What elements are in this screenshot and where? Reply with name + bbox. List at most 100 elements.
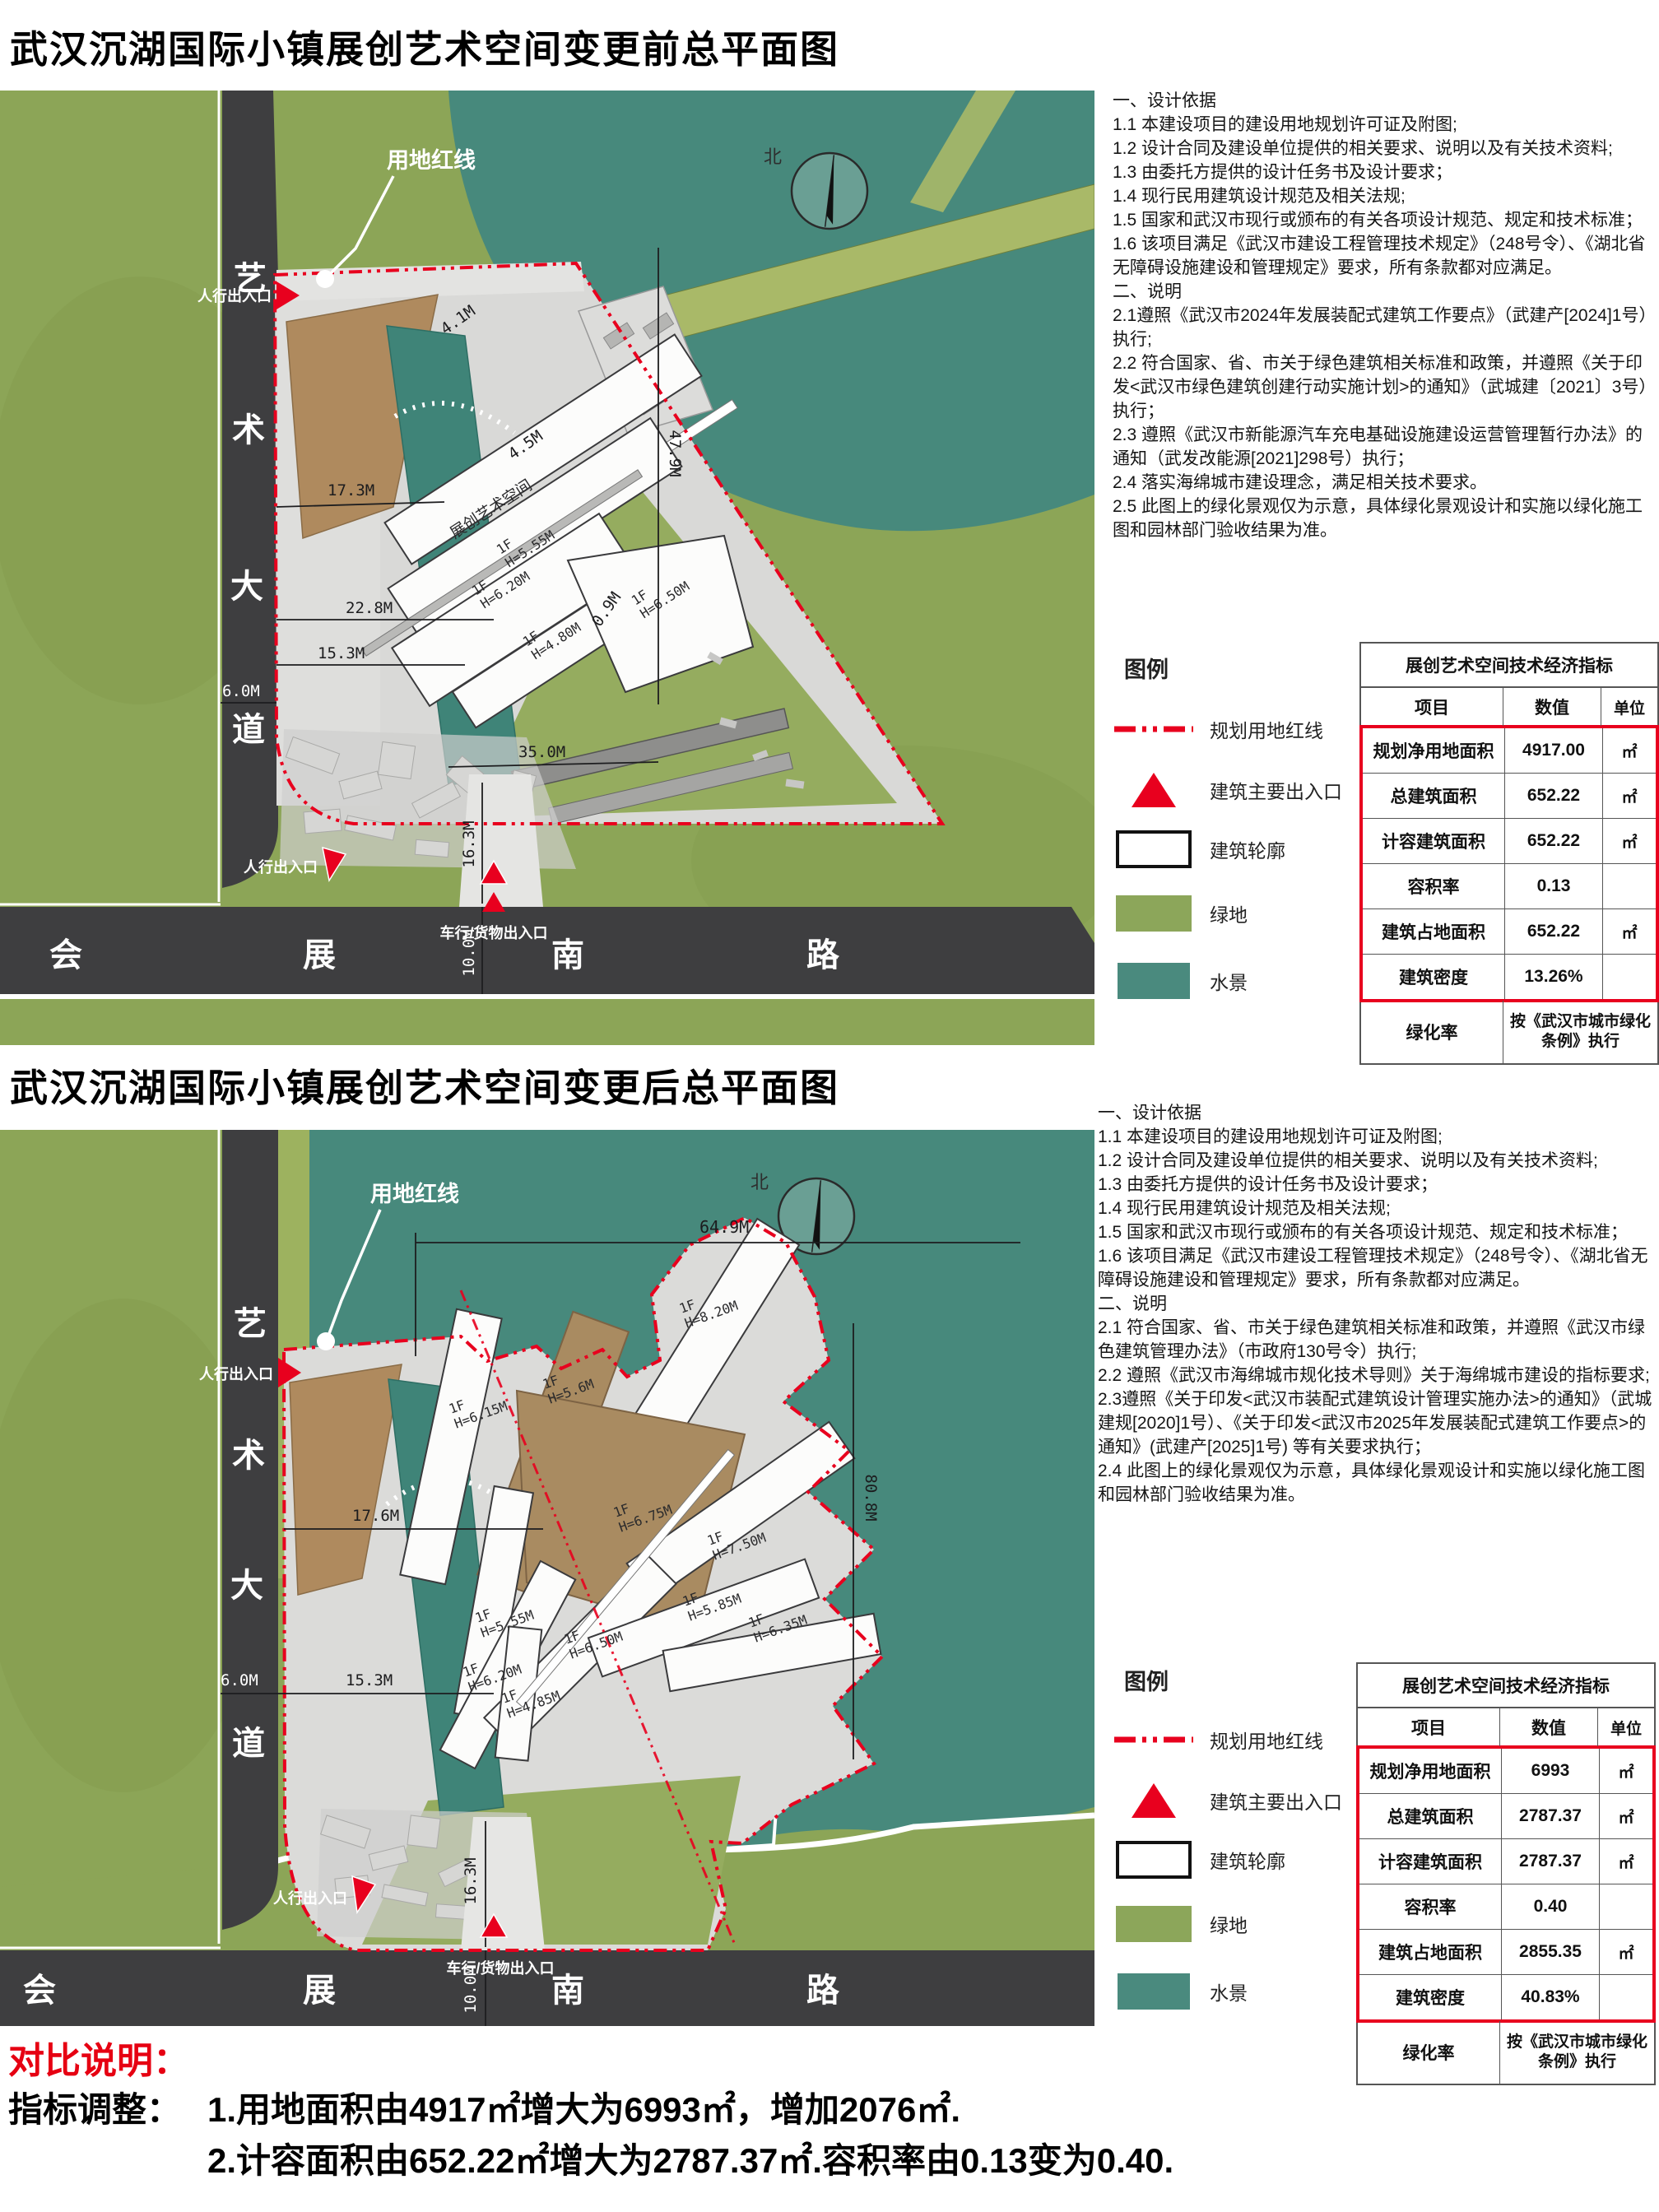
redline-callout: 用地红线 [317, 1181, 459, 1350]
svg-text:艺: 艺 [234, 261, 267, 297]
svg-text:6.0M: 6.0M [222, 682, 260, 700]
table-title: 展创艺术空间技术经济指标 [1361, 644, 1657, 688]
dimensions: 17.3M 22.8M 15.3M 6.0M 47.9M 35.0M 4.1M … [221, 248, 684, 994]
svg-text:术: 术 [232, 412, 265, 448]
svg-text:47.9M: 47.9M [666, 430, 684, 476]
legend-title: 图例 [1124, 658, 1169, 682]
driveway [461, 1817, 545, 1950]
svg-text:南: 南 [551, 1973, 584, 2009]
legend-item-water: 水景 [1113, 956, 1359, 1006]
comparison-line-1: 1.用地面积由4917㎡增大为6993㎡，增加2076㎡. [207, 2090, 960, 2129]
note-line: 1.1 本建设项目的建设用地规划许可证及附图; [1098, 1127, 1443, 1146]
note-line: 1.6 该项目满足《武汉市建设工程管理技术规定》（248号令）、《湖北省无障碍设… [1113, 235, 1646, 277]
note-line: 二、说明 [1113, 282, 1182, 301]
svg-text:术: 术 [232, 1438, 265, 1474]
table-title: 展创艺术空间技术经济指标 [1358, 1664, 1654, 1708]
svg-text:道: 道 [232, 712, 265, 748]
entrance-vehicle: 车行/货物出入口 [446, 1912, 555, 1977]
entrance-ped-top: 人行出入口 [199, 1358, 301, 1387]
svg-text:大: 大 [230, 569, 263, 605]
svg-text:会: 会 [49, 937, 82, 974]
svg-text:艺: 艺 [234, 1306, 267, 1342]
svg-text:展: 展 [303, 1973, 336, 2009]
note-line: 2.5 此图上的绿化景观仅为示意，具体绿化景观设计和实施以绿化施工图和园林部门验… [1113, 497, 1643, 540]
red-land-boundary [272, 261, 946, 825]
note-line: 2.3 遵照《武汉市新能源汽车充电基础设施建设运营管理暂行办法》的通知（武发改能… [1113, 425, 1643, 468]
svg-text:展: 展 [303, 937, 336, 974]
note-line: 1.1 本建设项目的建设用地规划许可证及附图; [1113, 115, 1457, 134]
svg-text:路: 路 [806, 937, 840, 974]
entrance-ped-top: 人行出入口 [198, 281, 300, 309]
svg-text:16.3M: 16.3M [460, 820, 478, 867]
note-line: 1.2 设计合同及建设单位提供的相关要求、说明以及有关技术资料; [1113, 139, 1613, 158]
building-outline-swatch [1113, 825, 1195, 874]
map-after: 北 [0, 1118, 1094, 2026]
note-line: 1.3 由委托方提供的设计任务书及设计要求； [1098, 1175, 1438, 1194]
table-header: 项目 数值 单位 [1361, 688, 1657, 727]
table-row-greening: 绿化率按《武汉市城市绿化条例》执行 [1361, 1001, 1657, 1063]
wood-deck [289, 1364, 402, 1596]
svg-text:道: 道 [232, 1726, 265, 1762]
note-line: 2.3遵照《关于印发<武汉市装配式建筑设计管理实施办法>的通知》（武城建规[20… [1098, 1390, 1652, 1457]
svg-text:17.3M: 17.3M [328, 481, 374, 500]
legend-item-redline: 规划用地红线 [1113, 1715, 1359, 1764]
building-outline-swatch [1113, 1835, 1195, 1884]
note-line: 2.2 遵照《武汉市海绵城市规化技术导则》关于海绵城市建设的指标要求; [1098, 1366, 1650, 1385]
redline-callout: 用地红线 [316, 147, 476, 288]
rocks [707, 652, 805, 789]
road-name-huizhan-nanlu: 会 展 南 路 [23, 1973, 840, 2009]
svg-text:车行/货物出入口: 车行/货物出入口 [439, 924, 547, 941]
north-char: 北 [764, 146, 782, 167]
legend-after: 规划用地红线 建筑主要出入口 建筑轮廓 绿地 水景 [1113, 1710, 1359, 2039]
note-line: 1.5 国家和武汉市现行或颁布的有关各项设计规范、规定和技术标准； [1098, 1223, 1629, 1242]
svg-text:大: 大 [230, 1568, 263, 1604]
svg-text:80.8M: 80.8M [862, 1474, 880, 1521]
north-compass: 北 [764, 146, 869, 230]
legend-item-outline: 建筑轮廓 [1113, 825, 1359, 874]
legend-item-green: 绿地 [1113, 889, 1359, 938]
green-swatch [1113, 889, 1195, 938]
note-line: 2.2 符合国家、省、市关于绿色建筑相关标准和政策，并遵照《关于印发<武汉市绿色… [1113, 354, 1657, 421]
title-before: 武汉沉湖国际小镇展创艺术空间变更前总平面图 [10, 28, 839, 71]
comparison-heading: 对比说明： [8, 2041, 189, 2081]
design-notes-after: 一、设计依据 1.1 本建设项目的建设用地规划许可证及附图; 1.2 设计合同及… [1098, 1101, 1657, 1507]
road-edge [0, 994, 1094, 999]
note-line: 1.5 国家和武汉市现行或颁布的有关各项设计规范、规定和技术标准； [1113, 211, 1643, 230]
svg-text:15.3M: 15.3M [318, 644, 365, 662]
road-name-yishu-dadao: 艺 术 大 道 [230, 261, 267, 748]
legend-item-redline: 规划用地红线 [1113, 704, 1359, 754]
road-south [0, 907, 1094, 994]
water-swatch [1113, 956, 1195, 1006]
svg-text:人行出入口: 人行出入口 [198, 287, 272, 304]
note-line: 2.1 符合国家、省、市关于绿色建筑相关标准和政策，并遵照《武汉市绿色建筑管理办… [1098, 1318, 1646, 1361]
entrance-ped-bottom: 人行出入口 [244, 846, 347, 882]
note-line: 2.4 落实海绵城市建设理念，满足相关技术要求。 [1113, 473, 1488, 492]
road-west [222, 91, 278, 888]
entrance-vehicle: 车行/货物出入口 [439, 859, 548, 941]
svg-text:17.6M: 17.6M [352, 1507, 399, 1525]
map-before: 北 [0, 79, 1094, 1045]
svg-text:用地红线: 用地红线 [370, 1181, 459, 1206]
legend-item-entrance: 建筑主要出入口 [1113, 765, 1359, 815]
note-line: 二、说明 [1098, 1294, 1167, 1313]
legend-item-outline: 建筑轮廓 [1113, 1835, 1359, 1884]
building-cluster [360, 333, 755, 729]
note-line: 1.6 该项目满足《武汉市建设工程管理技术规定》（248号令）、《湖北省无障碍设… [1098, 1247, 1648, 1290]
old-red-boundary [459, 1290, 737, 1945]
design-notes-before: 一、设计依据 1.1 本建设项目的建设用地规划许可证及附图; 1.2 设计合同及… [1113, 89, 1659, 542]
svg-text:35.0M: 35.0M [518, 743, 565, 761]
redline-swatch [1113, 1715, 1195, 1764]
